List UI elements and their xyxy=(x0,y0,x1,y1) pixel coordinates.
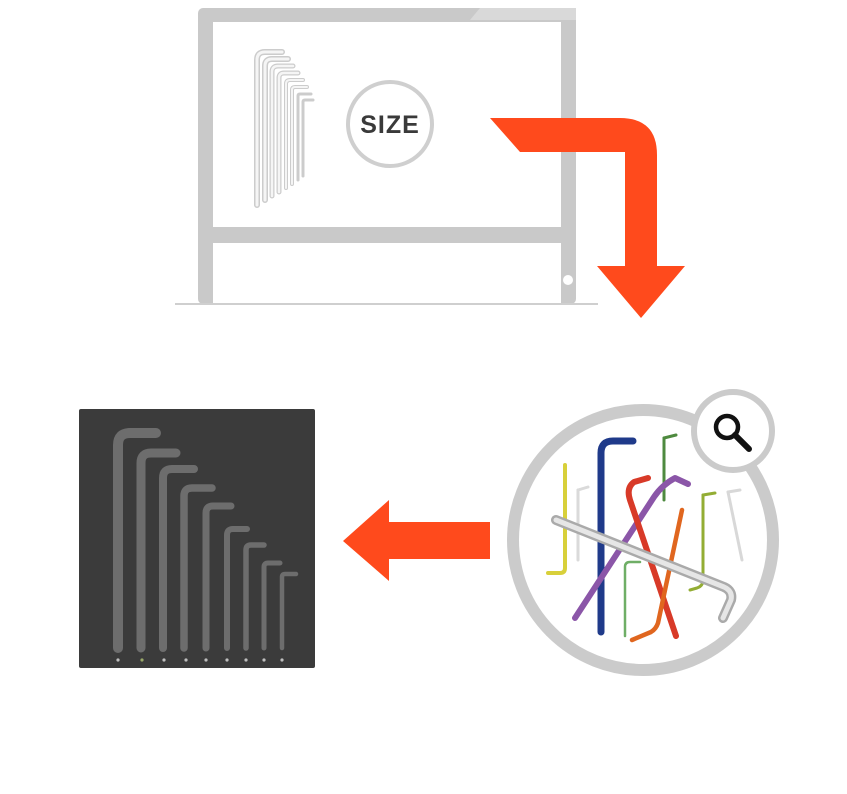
size-badge: SIZE xyxy=(346,80,434,168)
size-badge-circle xyxy=(346,80,434,168)
magnifier-icon xyxy=(691,389,775,473)
arrow-left xyxy=(343,500,490,581)
arrow-right-down xyxy=(490,118,685,318)
key-board-keys xyxy=(113,428,299,653)
loose-keys-icon xyxy=(507,389,779,676)
monitor: SIZE xyxy=(175,8,598,305)
loose-keys xyxy=(546,433,744,643)
power-button-icon xyxy=(563,275,573,285)
key-board-dots xyxy=(116,658,284,662)
size-badge-label: SIZE xyxy=(360,111,420,139)
screen-hex-keys-icon xyxy=(254,49,315,208)
monitor-chin xyxy=(213,243,561,304)
hex-key-set-icon xyxy=(79,409,315,668)
monitor-highlight xyxy=(470,8,576,20)
